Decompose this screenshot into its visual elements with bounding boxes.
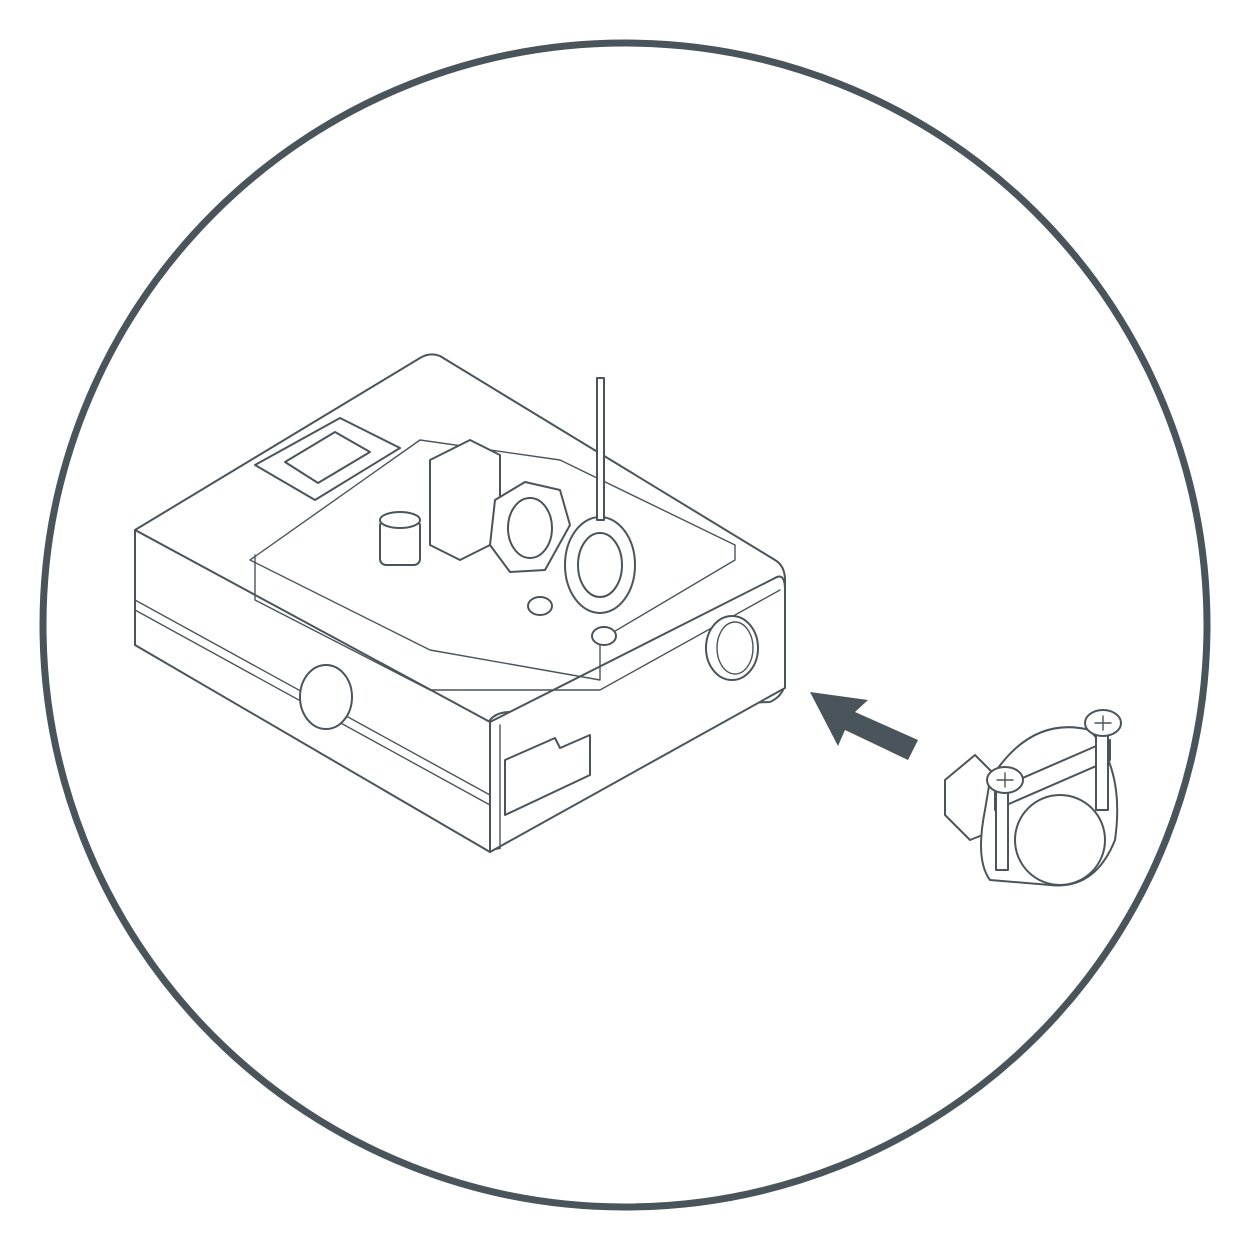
junction-box	[134, 353, 786, 853]
knockout-right	[705, 615, 759, 681]
arrow-icon	[810, 692, 918, 760]
cable-clamp-connector	[944, 709, 1122, 887]
knockout-left	[299, 664, 353, 730]
wire	[596, 377, 605, 521]
frame-circle	[39, 39, 1211, 1211]
